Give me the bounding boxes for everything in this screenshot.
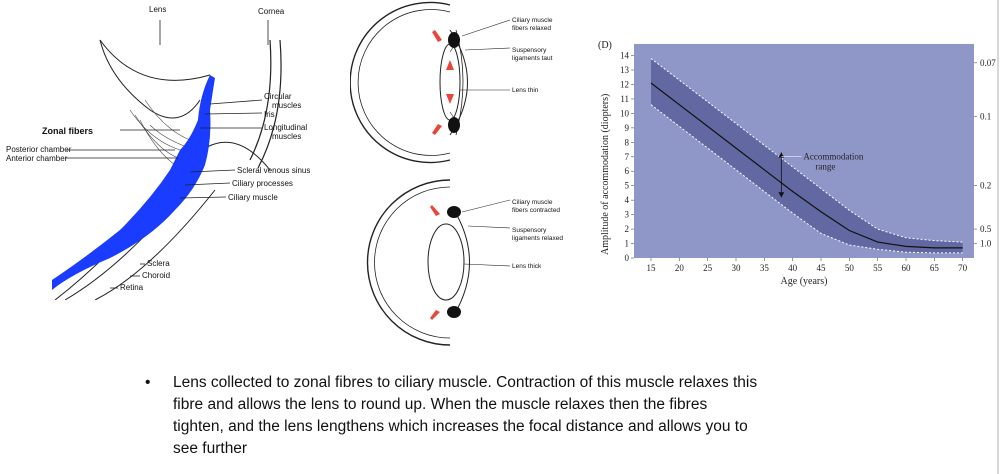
range-arrow-head-bottom xyxy=(778,192,785,198)
label-sclera: Sclera xyxy=(147,259,170,268)
label-circular-2: muscles xyxy=(272,101,301,110)
chart-marks xyxy=(650,58,963,254)
leader-lines xyxy=(65,20,269,289)
label-longitudinal-1: Longitudinal xyxy=(264,123,307,132)
label-ciliary-relaxed-1: Ciliary muscle xyxy=(512,17,553,24)
label-scleral-venous-sinus: Scleral venous sinus xyxy=(237,166,310,175)
cornea-outline xyxy=(249,39,272,161)
chart-panel-label: (D) xyxy=(598,40,612,51)
x-tick-label: 65 xyxy=(930,263,940,273)
x-tick-label: 50 xyxy=(845,263,855,273)
y-tick-label: 5 xyxy=(625,181,630,191)
y-tick-label: 7 xyxy=(625,152,630,162)
zonal-fiber-lines xyxy=(129,99,196,166)
y-tick-label: 4 xyxy=(625,195,630,205)
x-tick-label: 35 xyxy=(760,263,770,273)
y-tick-label: 10 xyxy=(620,108,630,118)
arrows-relaxed xyxy=(432,30,454,135)
label-lens: Lens xyxy=(149,5,166,14)
right-tick-label: 0.07 xyxy=(980,58,996,68)
right-tick-label: 0.2 xyxy=(980,181,991,191)
y-tick-label: 1 xyxy=(625,239,630,249)
x-tick-label: 60 xyxy=(902,263,912,273)
ciliary-body-highlight xyxy=(52,75,215,290)
y-tick-label: 8 xyxy=(625,137,630,147)
upper-bound-line xyxy=(650,58,963,243)
bullet-symbol: • xyxy=(145,374,151,391)
x-tick-label: 55 xyxy=(873,263,883,273)
y-tick-label: 6 xyxy=(625,166,630,176)
chart-y-axis-label: Amplitude of accommodation (diopters) xyxy=(600,94,611,255)
right-tick-label: 0.1 xyxy=(980,111,991,121)
x-tick-label: 40 xyxy=(788,263,798,273)
mean-line xyxy=(650,82,963,249)
label-posterior-chamber: Posterior chamber xyxy=(6,145,72,154)
x-tick-label: 70 xyxy=(958,263,968,273)
lens-leader-lines xyxy=(460,19,511,267)
chart-x-axis-label: Age (years) xyxy=(781,276,828,287)
label-zonal-fibers: Zonal fibers xyxy=(42,126,93,136)
y-tick-label: 2 xyxy=(625,224,630,234)
x-tick-label: 25 xyxy=(703,263,713,273)
arrows-contracted xyxy=(430,205,440,320)
label-ciliary-processes: Ciliary processes xyxy=(232,179,293,188)
label-ciliary-contracted-1: Ciliary muscle xyxy=(512,199,553,206)
bullet-line-1: Lens collected to zonal fibres to ciliar… xyxy=(173,374,758,391)
label-iris: Iris xyxy=(264,110,275,119)
page-edge-divider xyxy=(997,0,999,474)
lens-thin-shape xyxy=(439,43,461,121)
chart-annotation-line-2: range xyxy=(815,161,835,171)
lens-thick-shape xyxy=(427,223,465,301)
label-suspensory-relaxed-1: Suspensory xyxy=(512,227,547,234)
chart-x-ticks: 15 20 25 30 35 40 45 50 55 60 65 70 xyxy=(647,258,968,273)
accommodation-chart: (D) Amplitude of accommodation (diopters… xyxy=(598,40,996,287)
label-suspensory-relaxed-2: ligaments relaxed xyxy=(512,235,563,242)
label-ciliary-muscle: Ciliary muscle xyxy=(228,193,278,202)
y-tick-label: 12 xyxy=(620,79,629,89)
label-circular-1: Circular xyxy=(264,92,292,101)
bullet-line-2: fibre and allows the lens to round up. W… xyxy=(173,396,708,413)
label-cornea: Cornea xyxy=(258,7,285,16)
x-tick-label: 45 xyxy=(817,263,827,273)
right-tick-label: 1.0 xyxy=(980,239,992,249)
label-ciliary-contracted-2: fibers contracted xyxy=(512,207,560,214)
label-longitudinal-2: muscles xyxy=(272,132,301,141)
label-suspensory-taut-1: Suspensory xyxy=(512,47,547,54)
y-tick-label: 9 xyxy=(625,123,630,133)
x-tick-label: 30 xyxy=(732,263,742,273)
lens-outline xyxy=(99,39,211,81)
accommodation-range-band xyxy=(651,58,963,253)
lower-bound-line xyxy=(650,104,963,254)
right-tick-label: 0.5 xyxy=(980,224,992,234)
label-choroid: Choroid xyxy=(142,271,170,280)
label-ciliary-relaxed-2: fibers relaxed xyxy=(512,25,551,32)
eye-anatomy-diagram: Lens Cornea Zonal fibers Posterior chamb… xyxy=(6,5,310,300)
y-tick-label: 0 xyxy=(625,253,630,263)
lens-surface xyxy=(99,39,201,119)
x-tick-label: 20 xyxy=(675,263,685,273)
retina-curve xyxy=(94,189,216,300)
label-anterior-chamber: Anterior chamber xyxy=(6,154,68,163)
label-lens-thick: Lens thick xyxy=(512,263,542,270)
y-tick-label: 14 xyxy=(620,51,630,61)
lens-accommodation-diagram: Ciliary muscle fibers relaxed Suspensory… xyxy=(350,1,563,346)
x-tick-label: 15 xyxy=(647,263,657,273)
eye-contracted xyxy=(366,179,470,346)
bullet-line-4: see further xyxy=(173,440,248,457)
label-suspensory-taut-2: ligaments taut xyxy=(512,55,553,62)
chart-plot-background xyxy=(634,44,974,258)
label-lens-thin: Lens thin xyxy=(512,87,539,94)
y-tick-label: 11 xyxy=(620,94,629,104)
bullet-line-3: tighten, and the lens lengthens which in… xyxy=(173,418,748,435)
cornea-outline-outer xyxy=(257,39,282,169)
eye-relaxed xyxy=(350,1,468,164)
y-tick-label: 13 xyxy=(620,65,630,75)
chart-annotation-line-1: Accommodation xyxy=(803,151,863,161)
bullet-text: Lens collected to zonal fibres to ciliar… xyxy=(173,372,885,460)
chart-right-ticks: 0.07 0.1 0.2 0.5 1.0 xyxy=(974,58,996,249)
y-tick-label: 3 xyxy=(625,210,630,220)
label-retina: Retina xyxy=(120,283,144,292)
